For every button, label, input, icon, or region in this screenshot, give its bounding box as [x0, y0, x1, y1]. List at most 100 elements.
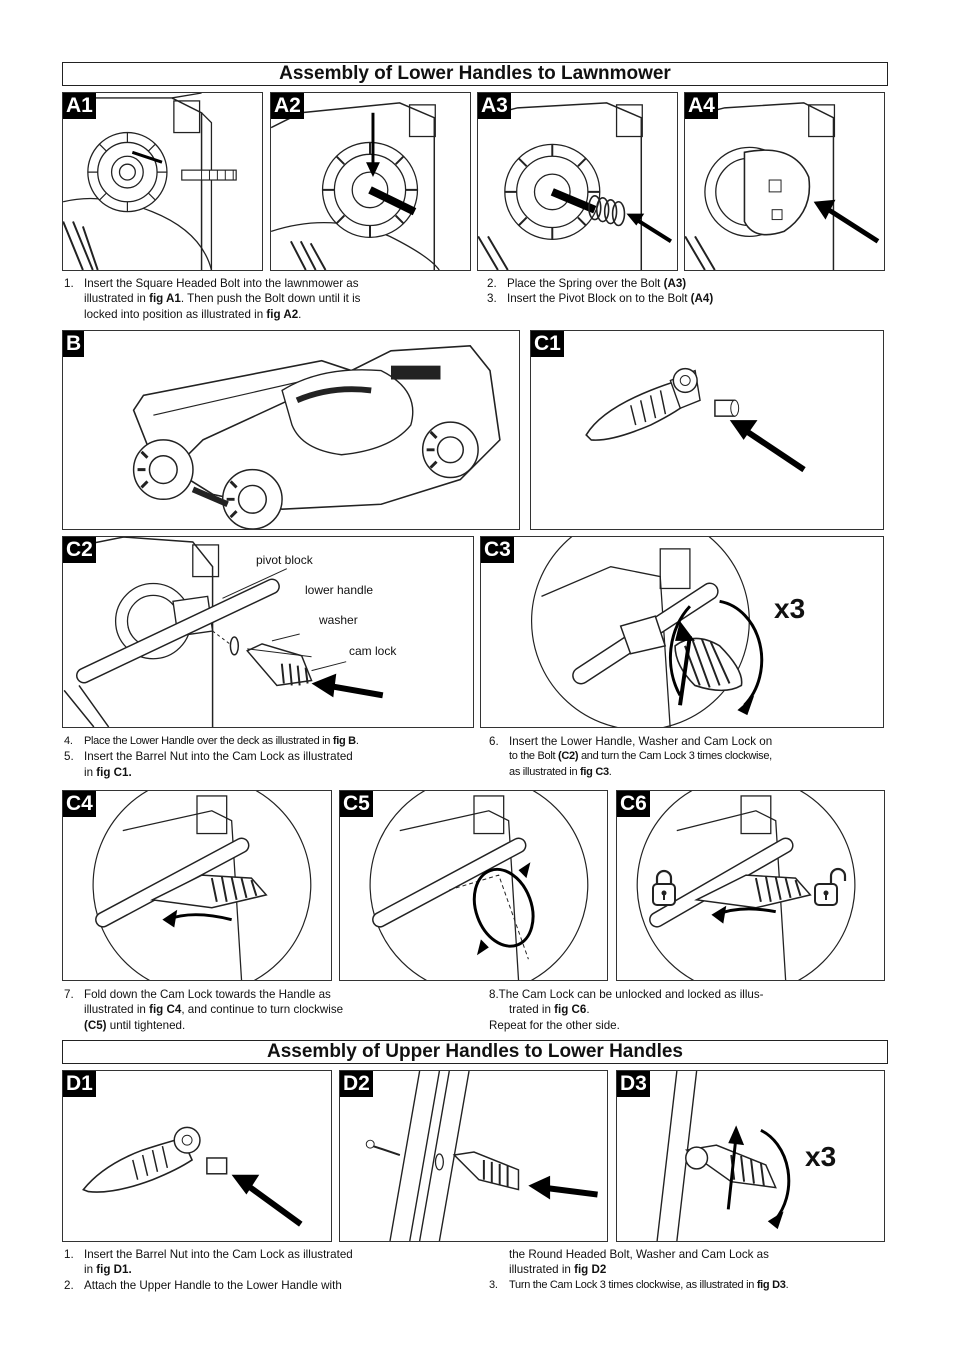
caption-steps-2-3: 2. Place the Spring over the Bolt (A3) 3.…: [487, 276, 887, 307]
figure-d1: D1: [62, 1070, 332, 1242]
step-number: 1.: [64, 1248, 74, 1261]
step-text: .: [298, 307, 302, 321]
illustration-barrel-nut-d1: [82, 1126, 303, 1227]
turn-count-c3: x3: [774, 593, 806, 624]
figure-a3: A3: [477, 92, 678, 271]
figure-label-d2: D2: [340, 1071, 373, 1097]
step-text: Insert the Barrel Nut into the Cam Lock …: [84, 750, 353, 764]
caption-steps-4-5: 4.Place the Lower Handle over the deck a…: [64, 734, 474, 780]
step-text: Insert the Barrel Nut into the Cam Lock …: [84, 1248, 353, 1261]
figure-label-c5: C5: [340, 791, 373, 817]
figure-reference: fig C4: [149, 1003, 182, 1017]
step-text: and turn the Cam Lock 3 times clockwise,: [578, 750, 772, 763]
step-text: trated in: [509, 1003, 555, 1017]
step-text: illustrated in: [84, 1003, 150, 1017]
turn-count-d3: x3: [805, 1141, 837, 1172]
illustration-tighten-cam-lock: [369, 791, 589, 980]
figure-label-a2: A2: [271, 93, 304, 119]
figure-d3: D3 x3: [616, 1070, 885, 1242]
illustration-fold-cam-lock: [92, 791, 312, 980]
illustration-barrel-nut: [585, 367, 806, 473]
figure-d2: D2: [339, 1070, 608, 1242]
figure-c4: C4: [62, 790, 332, 981]
figure-label-b: B: [63, 331, 85, 357]
figure-label-c2: C2: [63, 537, 96, 563]
figure-c2: C2 pivot block lower handle washer cam l…: [62, 536, 474, 728]
step-number: 3.: [487, 292, 497, 306]
step-text: locked into position as illustrated in: [84, 307, 267, 321]
section-title-lower-handles: Assembly of Lower Handles to Lawnmower: [62, 62, 888, 86]
figure-b: B: [62, 330, 520, 530]
illustration-turn-cam-lock-d3: [656, 1071, 791, 1241]
step-text: Repeat for the other side.: [489, 1018, 620, 1032]
step-text: the Round Headed Bolt, Washer and Cam Lo…: [509, 1248, 769, 1261]
step-text: in: [84, 765, 97, 779]
caption-steps-d2-d3: the Round Headed Bolt, Washer and Cam Lo…: [489, 1247, 889, 1293]
figure-reference: fig D1.: [96, 1263, 132, 1277]
step-text: . Then push the Bolt down until it is: [180, 292, 361, 306]
step-text: .: [608, 765, 612, 778]
label-washer: washer: [319, 613, 358, 627]
figure-label-a3: A3: [478, 93, 511, 119]
figure-reference: (A3): [663, 277, 687, 290]
step-text: .: [586, 1003, 590, 1017]
step-text: Fold down the Cam Lock towards the Handl…: [84, 988, 331, 1001]
step-number: 5.: [64, 750, 74, 764]
figure-c6: C6: [616, 790, 885, 981]
caption-step-7: 7. Fold down the Cam Lock towards the Han…: [64, 987, 474, 1033]
figure-a1: A1: [62, 92, 263, 271]
illustration-square-bolt: [63, 93, 237, 270]
step-text: until tightened.: [106, 1018, 186, 1032]
figure-c3: C3 x3: [480, 536, 884, 728]
step-text: illustrated in: [84, 292, 150, 306]
step-text: .: [785, 1278, 789, 1291]
figure-label-d3: D3: [617, 1071, 650, 1097]
figure-label-c1: C1: [531, 331, 564, 357]
illustration-lock-unlock: [636, 791, 856, 980]
figure-reference: fig D2: [574, 1263, 607, 1277]
caption-step-8: 8.The Cam Lock can be unlocked and locke…: [489, 987, 889, 1033]
step-text: illustrated in: [509, 1263, 575, 1277]
figure-reference: fig C3: [580, 765, 609, 778]
step-text: Attach the Upper Handle to the Lower Han…: [84, 1278, 342, 1292]
section-title-upper-handles: Assembly of Upper Handles to Lower Handl…: [62, 1040, 888, 1064]
figure-label-d1: D1: [63, 1071, 96, 1097]
step-text: to the Bolt: [509, 750, 558, 763]
illustration-handle-assembly: [63, 537, 384, 727]
figure-a2: A2: [270, 92, 471, 271]
figure-c1: C1: [530, 330, 884, 530]
figure-label-c6: C6: [617, 791, 650, 817]
figure-reference: (C2): [558, 750, 579, 763]
illustration-pivot-block: [685, 102, 880, 270]
label-pivot-block: pivot block: [256, 553, 313, 567]
figure-reference: fig A1: [149, 292, 181, 306]
step-number: 7.: [64, 988, 74, 1001]
figure-reference: fig D3: [756, 1278, 786, 1291]
step-text: in: [84, 1263, 97, 1277]
figure-reference: (A4): [690, 292, 714, 306]
caption-step-1: 1. Insert the Square Headed Bolt into the…: [64, 276, 474, 322]
figure-a4: A4: [684, 92, 885, 271]
figure-reference: fig A2: [266, 307, 299, 321]
illustration-attach-upper-handle: [365, 1071, 598, 1241]
step-text: , and continue to turn clockwise: [181, 1003, 344, 1017]
step-text: Insert the Square Headed Bolt into the l…: [84, 277, 359, 290]
step-text: Insert the Lower Handle, Washer and Cam …: [509, 735, 773, 748]
figure-c5: C5: [339, 790, 608, 981]
step-number: 2.: [487, 277, 497, 290]
step-text: .: [355, 735, 359, 747]
illustration-lawnmower: [132, 345, 501, 529]
step-number: 3.: [489, 1278, 498, 1291]
figure-label-c3: C3: [481, 537, 514, 563]
caption-step-6: 6.Insert the Lower Handle, Washer and Ca…: [489, 734, 889, 780]
step-text: Place the Lower Handle over the deck as …: [84, 735, 333, 747]
figure-label-a1: A1: [63, 93, 96, 119]
figure-reference: fig C6: [554, 1003, 587, 1017]
step-number: 2.: [64, 1278, 74, 1292]
figure-reference: (C5): [84, 1018, 107, 1032]
step-number: 1.: [64, 277, 74, 290]
illustration-spring: [478, 102, 672, 270]
label-cam-lock: cam lock: [349, 644, 397, 658]
illustration-bolt-locked: [271, 102, 440, 270]
step-text: Place the Spring over the Bolt: [507, 277, 664, 290]
